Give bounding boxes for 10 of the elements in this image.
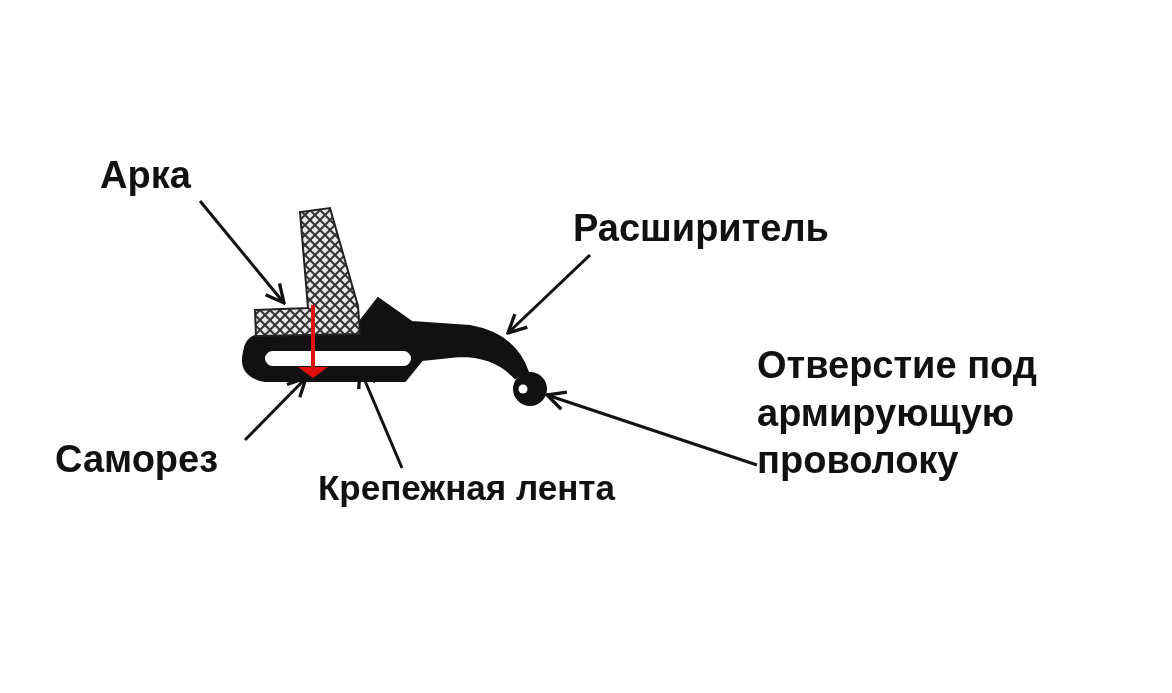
leader-arrow xyxy=(198,200,286,305)
leader-arrow xyxy=(545,390,758,467)
arch-strip-drawing xyxy=(253,206,362,337)
part-label: Расширитель xyxy=(573,205,829,253)
wire-hole-drawing xyxy=(513,372,547,406)
leader-arrow xyxy=(506,253,592,335)
part-label: Крепежная лента xyxy=(318,466,615,510)
part-label: Арка xyxy=(100,152,191,200)
part-label: Саморез xyxy=(55,436,219,484)
part-label: Отверстие под армирующую проволоку xyxy=(757,342,1137,485)
